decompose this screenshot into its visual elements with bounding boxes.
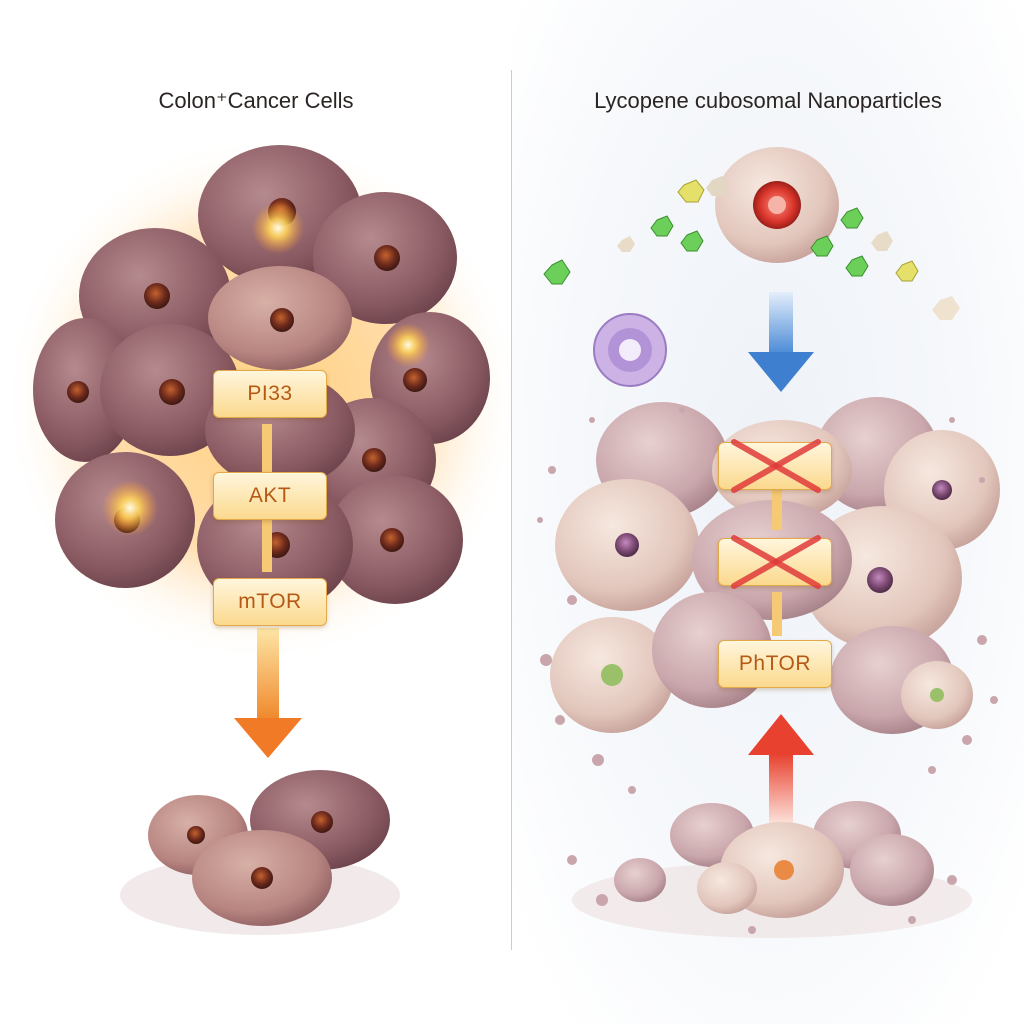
pathway-box-akt: AKT	[213, 472, 327, 520]
cancer-cell-icon	[850, 834, 934, 906]
arrow-down-icon	[234, 628, 302, 758]
inhibition-cross-icon	[731, 439, 821, 493]
treated-cells	[550, 397, 1000, 734]
arrow-up-icon	[748, 714, 814, 824]
treated-panel: Lycopene cubosomal Nanoparticles PhTOR	[512, 0, 1024, 1024]
pathway-connectors	[262, 424, 272, 572]
inhibition-cross-icon	[731, 535, 821, 589]
pathway-box-pi3k: PI33	[213, 370, 327, 418]
nanoparticle-treatment-illustration	[537, 147, 1000, 938]
cancer-cell-icon	[100, 324, 240, 456]
right-panel-title: Lycopene cubosomal Nanoparticles	[594, 88, 942, 113]
cancer-cell-icon	[33, 318, 137, 462]
arrow-down-icon	[748, 292, 814, 392]
cancer-cell-icon	[313, 192, 457, 324]
pathway-connectors	[772, 490, 782, 636]
left-panel-title: Colon⁺Cancer Cells	[158, 88, 354, 113]
cancer-cell-icon	[614, 858, 666, 902]
cubosome-icon	[593, 313, 667, 387]
cancer-cell-icon	[555, 479, 699, 611]
apoptotic-cells	[572, 801, 972, 938]
cancer-cell-icon	[901, 661, 973, 729]
pathway-box-mtor: mTOR	[213, 578, 327, 626]
activation-sparks	[102, 202, 430, 536]
cancer-cell-icon	[550, 617, 674, 733]
cancer-cell-icon	[192, 830, 332, 926]
pathway-box-phtor: PhTOR	[718, 640, 832, 688]
nanoparticle-icon	[715, 147, 839, 263]
cancer-cell-icon	[208, 266, 352, 370]
cancer-cell-icon	[327, 476, 463, 604]
lycopene-crystals	[543, 176, 960, 320]
particle-debris	[537, 407, 998, 934]
cancer-cell-icon	[697, 862, 757, 914]
surviving-cells	[120, 770, 400, 935]
untreated-panel: Colon⁺Cancer Cells PI33 AKT mTOR	[2, 88, 512, 935]
